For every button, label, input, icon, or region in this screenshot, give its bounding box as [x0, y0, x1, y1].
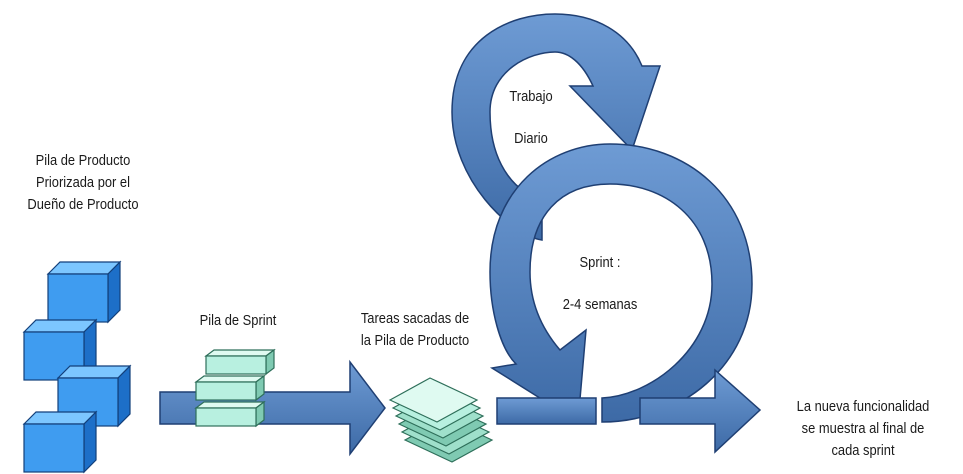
product-backlog-line-1: Pila de Producto: [35, 152, 131, 169]
product-backlog-line-3: Dueño de Producto: [27, 196, 139, 213]
product-backlog-label: Pila de Producto Priorizada por el Dueño…: [19, 150, 148, 216]
daily-work-line-1: Trabajo: [509, 88, 553, 105]
daily-work-cycle-arrow: [451, 13, 662, 241]
task-sheets-icon: [388, 377, 494, 463]
flow-arrow-center: [496, 397, 597, 425]
new-functionality-label: La nueva funcionalidad se muestra al fin…: [781, 396, 944, 462]
sprint-line-2: 2-4 semanas: [562, 296, 638, 313]
sprint-backlog-stack-icon: [194, 348, 276, 428]
new-functionality-line-3: cada sprint: [831, 442, 895, 459]
sprint-label: Sprint : 2-4 semanas: [548, 242, 651, 326]
new-functionality-line-1: La nueva funcionalidad: [796, 398, 930, 415]
flow-arrow-left: [159, 359, 386, 457]
new-functionality-line-2: se muestra al final de: [801, 420, 925, 437]
tasks-line-2: la Pila de Producto: [360, 332, 470, 349]
cube-stack-icon: [22, 260, 132, 474]
daily-work-line-2: Diario: [514, 130, 548, 147]
product-backlog-line-2: Priorizada por el: [36, 174, 130, 191]
sprint-line-1: Sprint :: [579, 254, 621, 271]
tasks-line-1: Tareas sacadas de: [360, 310, 470, 327]
tasks-label: Tareas sacadas de la Pila de Producto: [342, 308, 488, 352]
sprint-cycle-arrow: [489, 143, 753, 424]
daily-work-label: Trabajo Diario: [492, 76, 569, 160]
sprint-backlog-label: Pila de Sprint: [199, 312, 277, 329]
flow-arrow-right: [639, 368, 762, 454]
